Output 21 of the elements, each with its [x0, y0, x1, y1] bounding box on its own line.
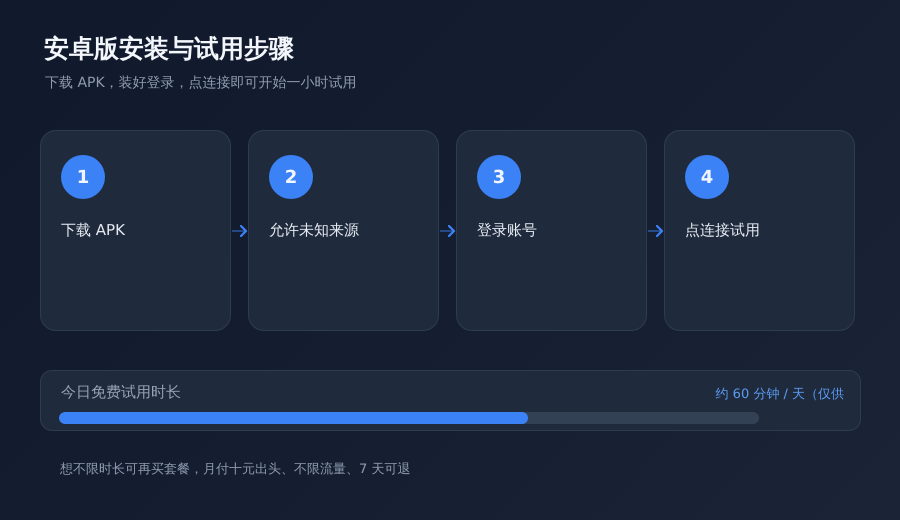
step-card [456, 130, 647, 331]
chevron-arrow [648, 224, 664, 238]
subtitle: 下载 APK，装好登录，点连接即可开始一小时试用 [45, 74, 357, 92]
step-number-badge: 3 [477, 155, 521, 199]
step-card [248, 130, 439, 331]
step-number-badge: 4 [685, 155, 729, 199]
step-label: 登录账号 [477, 221, 537, 240]
step-label: 下载 APK [61, 221, 125, 240]
step-label: 允许未知来源 [269, 221, 359, 240]
panel-label: 今日免费试用时长 [61, 383, 181, 402]
trial-time-panel [40, 370, 861, 431]
step-card [40, 130, 231, 331]
footnote: 想不限时长可再买套餐，月付十元出头、不限流量、7 天可退 [60, 461, 410, 478]
trial-duration-note: 约 60 分钟 / 天（仅供 [716, 386, 844, 403]
step-number-badge: 1 [61, 155, 105, 199]
step-label: 点连接试用 [685, 221, 760, 240]
chevron-arrow [232, 224, 248, 238]
title: 安卓版安装与试用步骤 [44, 33, 294, 65]
step-number-badge: 2 [269, 155, 313, 199]
step-card [664, 130, 855, 331]
chevron-arrow [440, 224, 456, 238]
